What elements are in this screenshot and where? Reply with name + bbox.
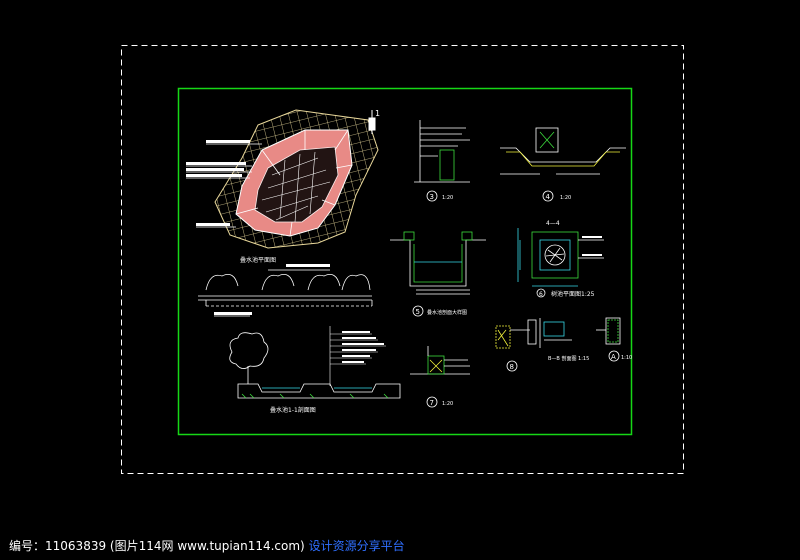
marker-3: 3: [430, 193, 434, 201]
detail-3-scale: 1:20: [442, 195, 453, 201]
detail-8-title: B—B 剖面图 1:15: [548, 355, 589, 362]
pond-section-view[interactable]: 叠水池1-1剖面图: [229, 326, 401, 414]
tree-symbol-icon: [229, 332, 269, 384]
marker-a-circle: [608, 350, 620, 362]
plan-notes: [186, 140, 330, 267]
cad-viewport[interactable]: 1 叠水池平面图 叠水池1-: [0, 0, 800, 532]
detail-5[interactable]: 5 叠水池剖面大样图: [390, 231, 486, 317]
marker-8: 8: [510, 363, 514, 371]
marker-7: 7: [430, 399, 434, 407]
section-hatch: [241, 393, 389, 399]
marker-6-circle: [536, 288, 546, 298]
marker-4-circle: [542, 190, 554, 202]
detail-a-scale: 1:10: [621, 355, 632, 361]
detail-a[interactable]: A 1:10: [596, 317, 632, 362]
pond-ripple-lines: [261, 151, 331, 223]
detail-6-title: 树池平面图1:25: [551, 290, 595, 298]
dashed-print-frame: [121, 45, 684, 474]
sheet-border: [177, 87, 633, 436]
detail-7-scale: 1:20: [442, 401, 453, 407]
detail-6-section: 4—4: [546, 220, 560, 227]
cad-drawing: 1 叠水池平面图 叠水池1-: [121, 45, 684, 474]
pond-plan-view[interactable]: 1 叠水池平面图: [186, 109, 380, 271]
pond-plan-title: 叠水池平面图: [240, 256, 276, 264]
marker-7-circle: [426, 396, 438, 408]
marker-6: 6: [539, 291, 543, 298]
detail-6[interactable]: 4—4 树池平面图1:25 6: [517, 220, 604, 298]
detail-3[interactable]: 3 1:20: [414, 120, 470, 202]
pond-water-area: [254, 146, 339, 223]
watermark-footer: 编号：11063839 (图片114网 www.tupian114.com) 设…: [0, 532, 800, 560]
detail-8[interactable]: 8 B—B 剖面图 1:15: [495, 318, 589, 372]
section-note-lines: [329, 326, 386, 386]
marker-5-circle: [412, 305, 424, 317]
pond-section-title: 叠水池1-1剖面图: [270, 406, 316, 414]
paving-joint-lines: [235, 129, 353, 237]
section-cut-line: [368, 110, 376, 134]
footer-id-label: 编号：: [9, 539, 46, 553]
section-marker-1: 1: [375, 109, 380, 118]
marker-3-circle: [426, 190, 438, 202]
detail-4-scale: 1:20: [560, 195, 571, 201]
footer-id-value: 11063839: [45, 539, 107, 553]
detail-7[interactable]: 7 1:20: [410, 346, 470, 408]
marker-8-circle: [506, 360, 518, 372]
marker-5: 5: [416, 308, 420, 316]
section-profile: [237, 383, 401, 399]
marker-a: A: [611, 353, 616, 361]
detail-4[interactable]: 4 1:20: [500, 127, 626, 202]
marker-4: 4: [546, 193, 551, 201]
footer-link[interactable]: 设计资源分享平台: [308, 539, 405, 553]
plan-leader-lines: [186, 143, 330, 271]
footer-source: (图片114网 www.tupian114.com): [109, 539, 305, 553]
section-notes: [342, 331, 384, 363]
detail-5-title: 叠水池剖面大样图: [427, 309, 467, 316]
pond-elevation[interactable]: [198, 273, 373, 317]
